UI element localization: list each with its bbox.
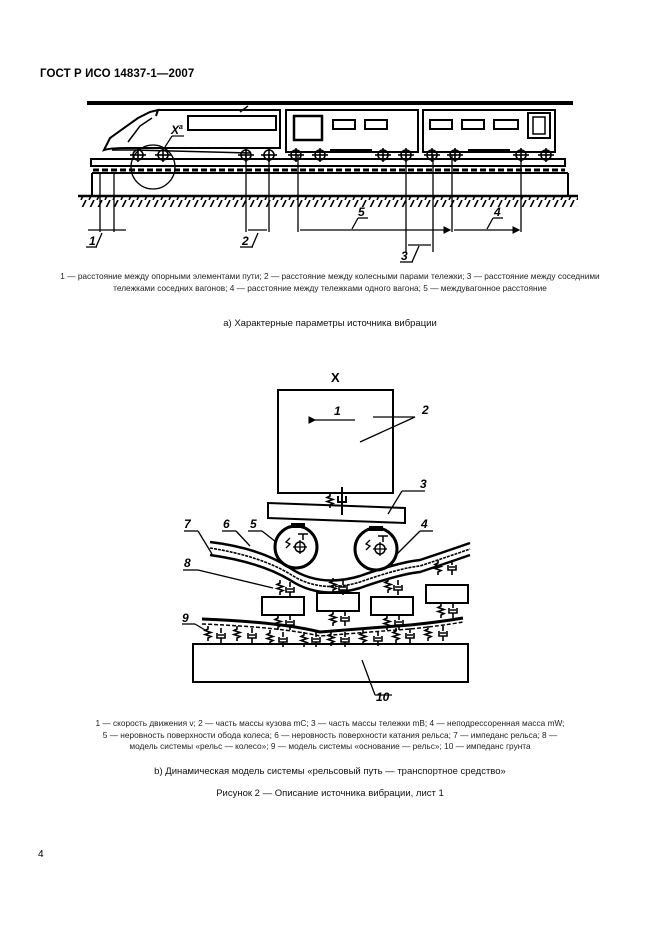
- label-6: 6: [223, 517, 230, 531]
- detail-marker-x: Xa: [170, 123, 183, 137]
- figure-caption: Рисунок 2 — Описание источника вибрации,…: [216, 788, 444, 799]
- label-4: 4: [420, 517, 428, 531]
- document-header: ГОСТ Р ИСО 14837-1—2007: [40, 68, 195, 80]
- label-9: 9: [182, 611, 189, 625]
- detail-view-x: X: [331, 370, 340, 385]
- dimension-label-4: 4: [493, 205, 501, 219]
- label-10: 10: [376, 690, 390, 704]
- dynamic-model-drawing: [182, 389, 471, 696]
- label-3: 3: [420, 477, 427, 491]
- label-2: 2: [421, 403, 429, 417]
- figure-b-subcaption: b) Динамическая модель системы «рельсовы…: [154, 766, 506, 777]
- figure-b-legend-line-2: 5 — неровность поверхности обода колеса;…: [102, 729, 558, 740]
- figure-b-legend-line-3: модель системы «рельс — колесо»; 9 — мод…: [129, 741, 531, 751]
- dimension-label-1: 1: [89, 234, 96, 248]
- label-7: 7: [184, 517, 192, 531]
- dimension-label-3: 3: [401, 249, 408, 263]
- label-8: 8: [184, 556, 191, 570]
- train-schematic: [78, 101, 578, 207]
- dimension-label-2: 2: [241, 234, 249, 248]
- dimension-label-5: 5: [358, 205, 365, 219]
- dimension-lines: [86, 155, 522, 263]
- figure-a-subcaption: а) Характерные параметры источника вибра…: [223, 318, 437, 329]
- figure-a-legend: 1 — расстояние между опорными элементами…: [60, 271, 600, 293]
- page-number: 4: [38, 849, 44, 860]
- figure-b-legend-line-1: 1 — скорость движения v; 2 — часть массы…: [95, 718, 565, 728]
- figure-b-legend: 1 — скорость движения v; 2 — часть массы…: [60, 718, 600, 753]
- label-5: 5: [250, 517, 257, 531]
- label-1: 1: [334, 404, 341, 418]
